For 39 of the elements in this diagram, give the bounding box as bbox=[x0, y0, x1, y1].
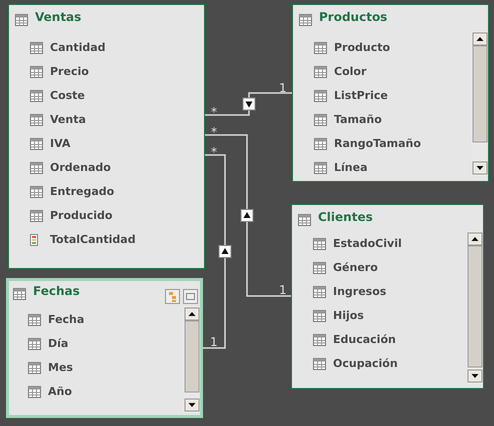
column-name: Ocupación bbox=[333, 356, 398, 372]
column-name: Color bbox=[334, 64, 366, 80]
column-name: Día bbox=[48, 336, 68, 352]
column-name: TotalCantidad bbox=[50, 232, 136, 248]
table-name: Clientes bbox=[318, 210, 373, 224]
column-name: Precio bbox=[50, 64, 89, 80]
cardinality-label: 1 bbox=[210, 336, 218, 348]
column-name: RangoTamaño bbox=[334, 136, 421, 152]
column-name: Cantidad bbox=[50, 40, 106, 56]
column-name: Año bbox=[48, 384, 72, 400]
table-name: Productos bbox=[319, 10, 388, 24]
table-card bbox=[6, 278, 203, 418]
column-name: Entregado bbox=[50, 184, 114, 200]
column-name: Ingresos bbox=[333, 284, 386, 300]
column-name: Venta bbox=[50, 112, 86, 128]
column-name: Género bbox=[333, 260, 378, 276]
table-card bbox=[8, 4, 205, 269]
column-name: Línea bbox=[334, 160, 368, 176]
column-name: Ordenado bbox=[50, 160, 111, 176]
table-card bbox=[291, 204, 484, 389]
column-name: Coste bbox=[50, 88, 85, 104]
column-name: Hijos bbox=[333, 308, 364, 324]
table-name: Ventas bbox=[35, 10, 82, 24]
table-card bbox=[292, 4, 489, 182]
column-name: Educación bbox=[333, 332, 396, 348]
table-name: Fechas bbox=[33, 284, 80, 298]
column-name: Producido bbox=[50, 208, 112, 224]
column-name: Fecha bbox=[48, 312, 84, 328]
column-name: Tamaño bbox=[334, 112, 382, 128]
cardinality-label: 1 bbox=[279, 284, 287, 296]
cardinality-label: * bbox=[211, 146, 217, 158]
column-name: ListPrice bbox=[334, 88, 388, 104]
column-name: EstadoCivil bbox=[333, 236, 402, 252]
cardinality-label: 1 bbox=[279, 82, 287, 94]
cardinality-label: * bbox=[211, 126, 217, 138]
cardinality-label: * bbox=[211, 106, 217, 118]
column-name: Mes bbox=[48, 360, 73, 376]
column-name: IVA bbox=[50, 136, 70, 152]
column-name: Producto bbox=[334, 40, 390, 56]
